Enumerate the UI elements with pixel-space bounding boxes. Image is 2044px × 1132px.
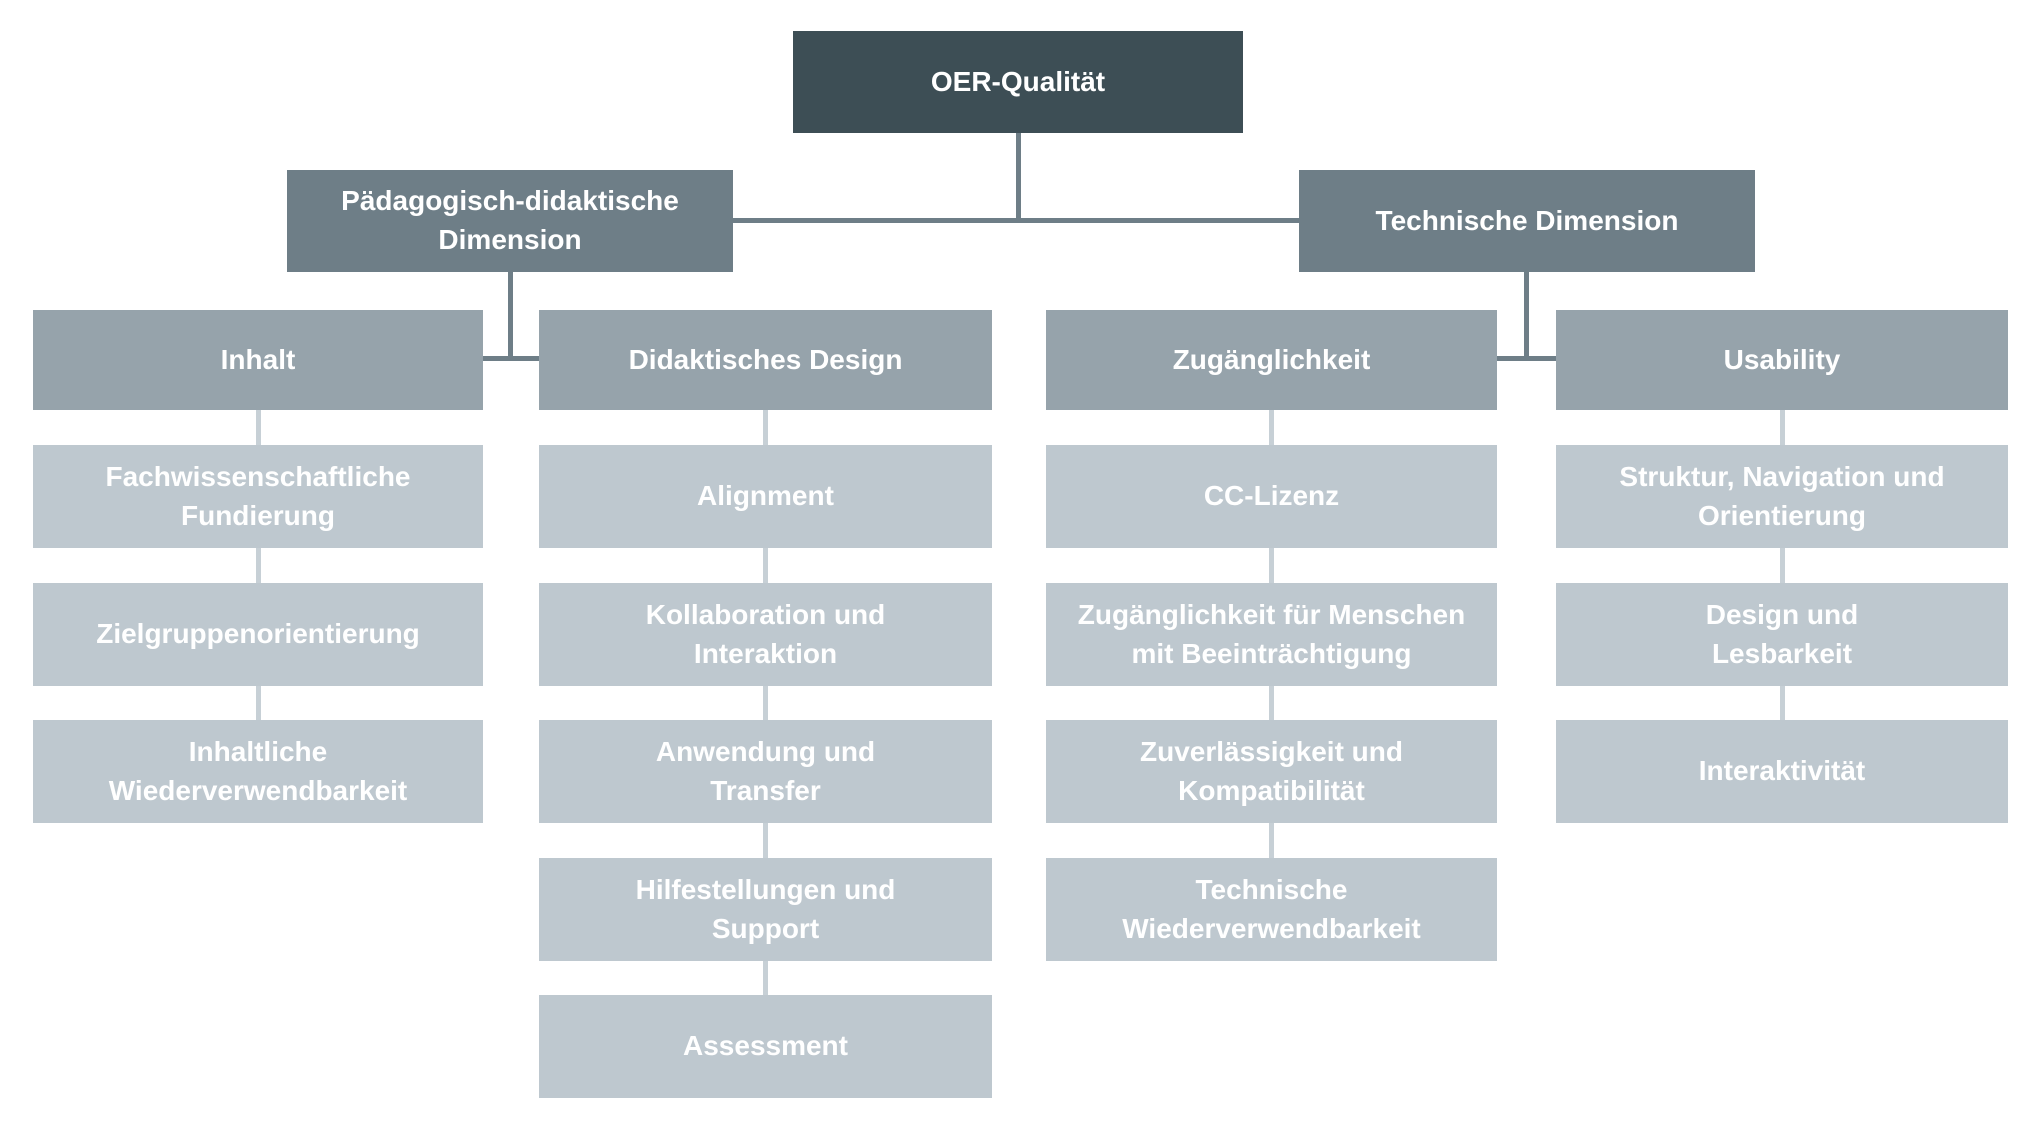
root-box: OER-Qualität	[793, 31, 1243, 133]
item-label: Hilfestellungen und Support	[635, 873, 896, 944]
item-label: Alignment	[697, 480, 834, 512]
item-interaktivitaet: Interaktivität	[1556, 720, 2008, 823]
connector-technisch-vertical	[1524, 272, 1529, 361]
item-kollaboration-und-interaktion: Kollaboration und Interaktion	[539, 583, 992, 686]
item-label: Zugänglichkeit für Menschen mit Beeinträ…	[1077, 598, 1466, 669]
dimension-paedagogisch-box: Pädagogisch-didaktische Dimension	[287, 170, 733, 272]
item-technische-wiederverwendbarkeit: Technische Wiederverwendbarkeit	[1046, 858, 1497, 961]
header-zugaenglichkeit-label: Zugänglichkeit	[1172, 343, 1371, 375]
connector-col1-item3	[256, 686, 261, 720]
header-didaktisches-design: Didaktisches Design	[539, 310, 992, 410]
item-fachwissenschaftliche-fundierung: Fachwissenschaftliche Fundierung	[33, 445, 483, 548]
item-label: Inhaltliche Wiederverwendbarkeit	[108, 735, 408, 806]
header-usability-label: Usability	[1723, 343, 1841, 375]
connector-col1-item2	[256, 548, 261, 583]
item-anwendung-und-transfer: Anwendung und Transfer	[539, 720, 992, 823]
root-label: OER-Qualität	[930, 65, 1106, 97]
header-didaktisches-design-label: Didaktisches Design	[628, 343, 903, 375]
connector-col3-item1	[1269, 410, 1274, 445]
item-label: Zuverlässigkeit und Kompatibilität	[1140, 735, 1403, 806]
item-label: CC-Lizenz	[1203, 480, 1340, 512]
header-inhalt-label: Inhalt	[220, 343, 296, 375]
connector-paedagogisch-vertical	[508, 272, 513, 361]
connector-technisch-horizontal	[1497, 356, 1556, 361]
item-label: Kollaboration und Interaktion	[645, 598, 886, 669]
item-label: Technische Wiederverwendbarkeit	[1122, 873, 1421, 944]
item-zielgruppenorientierung: Zielgruppenorientierung	[33, 583, 483, 686]
item-label: Fachwissenschaftliche Fundierung	[105, 460, 411, 531]
item-alignment: Alignment	[539, 445, 992, 548]
item-label: Anwendung und Transfer	[655, 735, 876, 806]
item-assessment: Assessment	[539, 995, 992, 1098]
connector-col2-item2	[763, 548, 768, 583]
dimension-technisch-label: Technische Dimension	[1375, 204, 1679, 236]
connector-col4-item1	[1780, 410, 1785, 445]
connector-col3-item3	[1269, 686, 1274, 720]
connector-col4-item3	[1780, 686, 1785, 720]
header-inhalt: Inhalt	[33, 310, 483, 410]
item-label: Design und Lesbarkeit	[1705, 598, 1859, 669]
header-zugaenglichkeit: Zugänglichkeit	[1046, 310, 1497, 410]
item-design-und-lesbarkeit: Design und Lesbarkeit	[1556, 583, 2008, 686]
connector-col2-item5	[763, 961, 768, 995]
connector-root-horizontal	[733, 218, 1299, 223]
dimension-technisch-box: Technische Dimension	[1299, 170, 1755, 272]
connector-root-vertical	[1016, 133, 1021, 220]
connector-col2-item3	[763, 686, 768, 720]
connector-col3-item4	[1269, 823, 1274, 858]
item-cc-lizenz: CC-Lizenz	[1046, 445, 1497, 548]
header-usability: Usability	[1556, 310, 2008, 410]
connector-paedagogisch-horizontal	[483, 356, 539, 361]
item-zuverlaessigkeit-und-kompatibilitaet: Zuverlässigkeit und Kompatibilität	[1046, 720, 1497, 823]
item-inhaltliche-wiederverwendbarkeit: Inhaltliche Wiederverwendbarkeit	[33, 720, 483, 823]
item-label: Assessment	[683, 1030, 848, 1062]
dimension-paedagogisch-label: Pädagogisch-didaktische Dimension	[341, 185, 679, 255]
item-label: Struktur, Navigation und Orientierung	[1619, 460, 1945, 531]
connector-col3-item2	[1269, 548, 1274, 583]
item-label: Interaktivität	[1698, 755, 1866, 787]
connector-col2-item4	[763, 823, 768, 858]
connector-col4-item2	[1780, 548, 1785, 583]
item-hilfestellungen-und-support: Hilfestellungen und Support	[539, 858, 992, 961]
item-label: Zielgruppenorientierung	[96, 618, 420, 650]
item-zugaenglichkeit-fuer-menschen: Zugänglichkeit für Menschen mit Beeinträ…	[1046, 583, 1497, 686]
connector-col2-item1	[763, 410, 768, 445]
connector-col1-item1	[256, 410, 261, 445]
item-struktur-navigation-orientierung: Struktur, Navigation und Orientierung	[1556, 445, 2008, 548]
